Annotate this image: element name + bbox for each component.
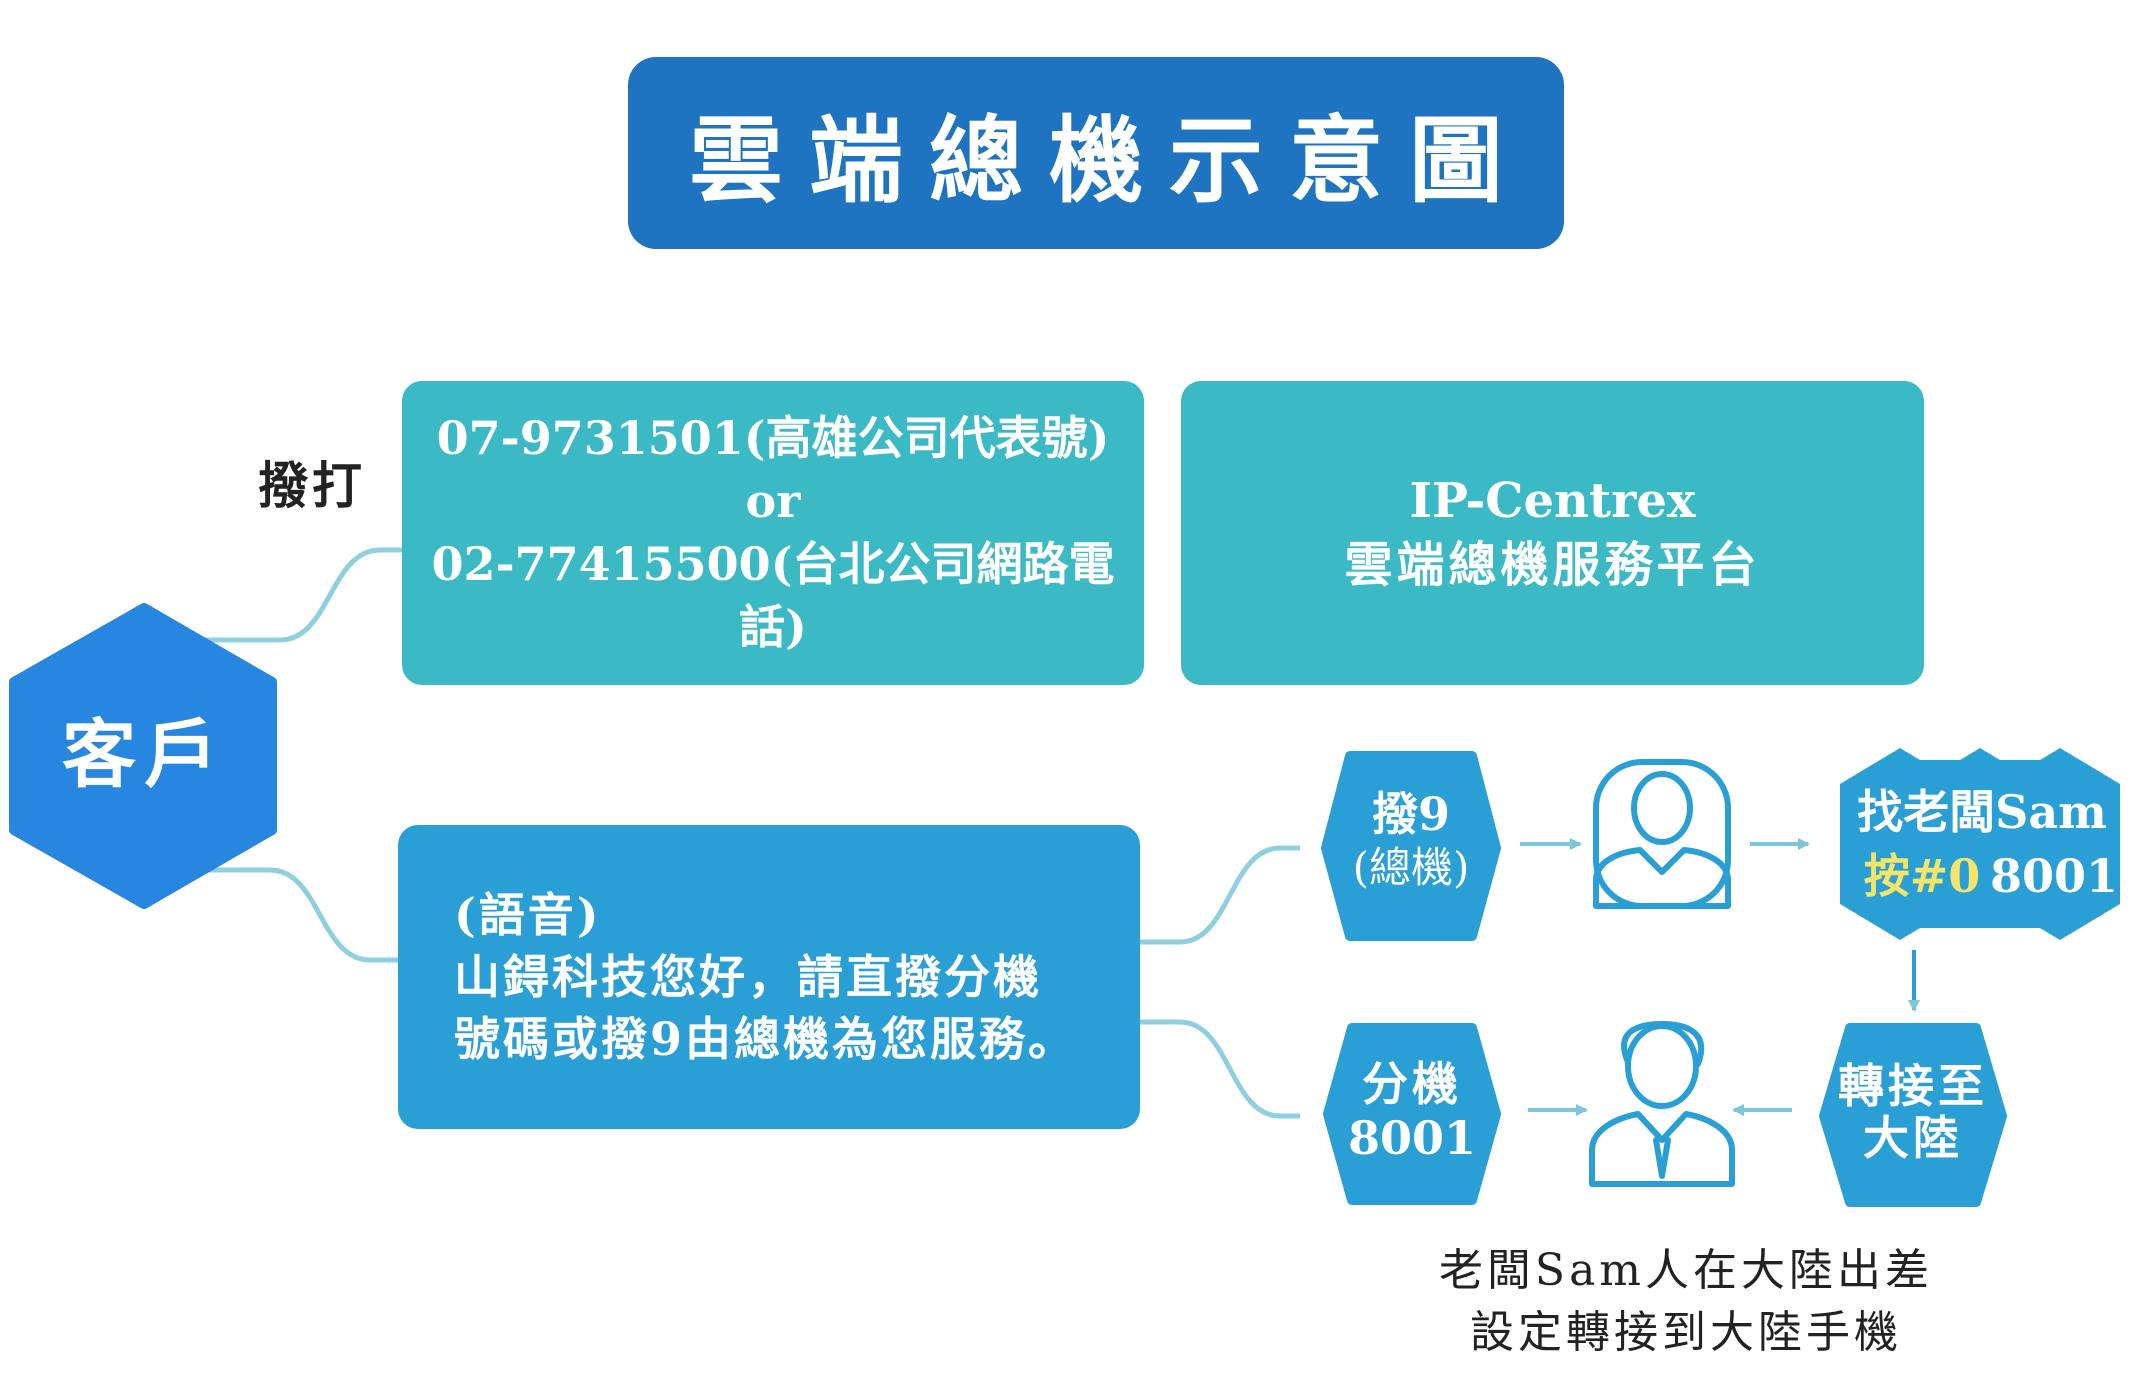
connector-voice-operator [1140,845,1300,945]
voice-line-label: (語音) [454,888,602,942]
dial-line-taipei: 02-77415500(台北公司網路電話) [431,537,1115,654]
platform-name: IP-Centrex [1409,473,1696,529]
voice-prompt-card: (語音) 山鍀科技您好，請直撥分機 號碼或撥9由總機為您服務。 [398,825,1140,1129]
find-boss-hexagon-notch [1960,748,2000,760]
operator-hex-line2: (總機) [1353,843,1470,892]
operator-hex-line1: 撥9 [1372,787,1450,841]
dial-line-or: or [745,474,801,528]
extension-hex-line1: 分機 [1362,1057,1462,1111]
transfer-hexagon [1819,1023,2007,1207]
customer-hexagon [9,603,277,909]
find-boss-press: 按#0 [1864,849,1981,903]
extension-hex-line2: 8001 [1348,1111,1476,1165]
dial-label: 撥打 [258,456,366,515]
platform-subtitle: 雲端總機服務平台 [1344,537,1761,593]
connector-customer-voice [198,867,398,963]
voice-line-greeting: 山鍀科技您好，請直撥分機 [454,950,1042,1004]
extension-hexagon [1323,1023,1501,1205]
dial-numbers-card: 07-9731501(高雄公司代表號) or 02-77415500(台北公司網… [402,381,1144,685]
operator-hexagon [1321,751,1501,941]
voice-line-instructions: 號碼或撥9由總機為您服務。 [454,1012,1078,1066]
customer-label: 客戶 [62,712,226,798]
transfer-hex-line2: 大陸 [1863,1111,1963,1165]
businessman-icon [1589,1021,1735,1187]
page-title: 雲端總機示意圖 [688,106,1529,216]
transfer-hex-line1: 轉接至 [1838,1059,1988,1113]
caption-line2: 設定轉接到大陸手機 [1470,1307,1902,1358]
find-boss-ext: 8001 [1990,849,2118,903]
connector-customer-dial [198,547,402,643]
operator-person-icon [1593,759,1731,909]
title-banner: 雲端總機示意圖 [628,57,1564,249]
dial-line-kaohsiung: 07-9731501(高雄公司代表號) [436,411,1110,465]
caption-line1: 老闆Sam人在大陸出差 [1438,1245,1934,1296]
find-boss-line1: 找老闆Sam [1857,785,2107,839]
connector-voice-extension [1140,1019,1300,1119]
boss-caption: 老闆Sam人在大陸出差 設定轉接到大陸手機 [1386,1240,1986,1364]
platform-card: IP-Centrex 雲端總機服務平台 [1181,381,1924,685]
find-boss-hexagon-body [1900,760,2060,928]
